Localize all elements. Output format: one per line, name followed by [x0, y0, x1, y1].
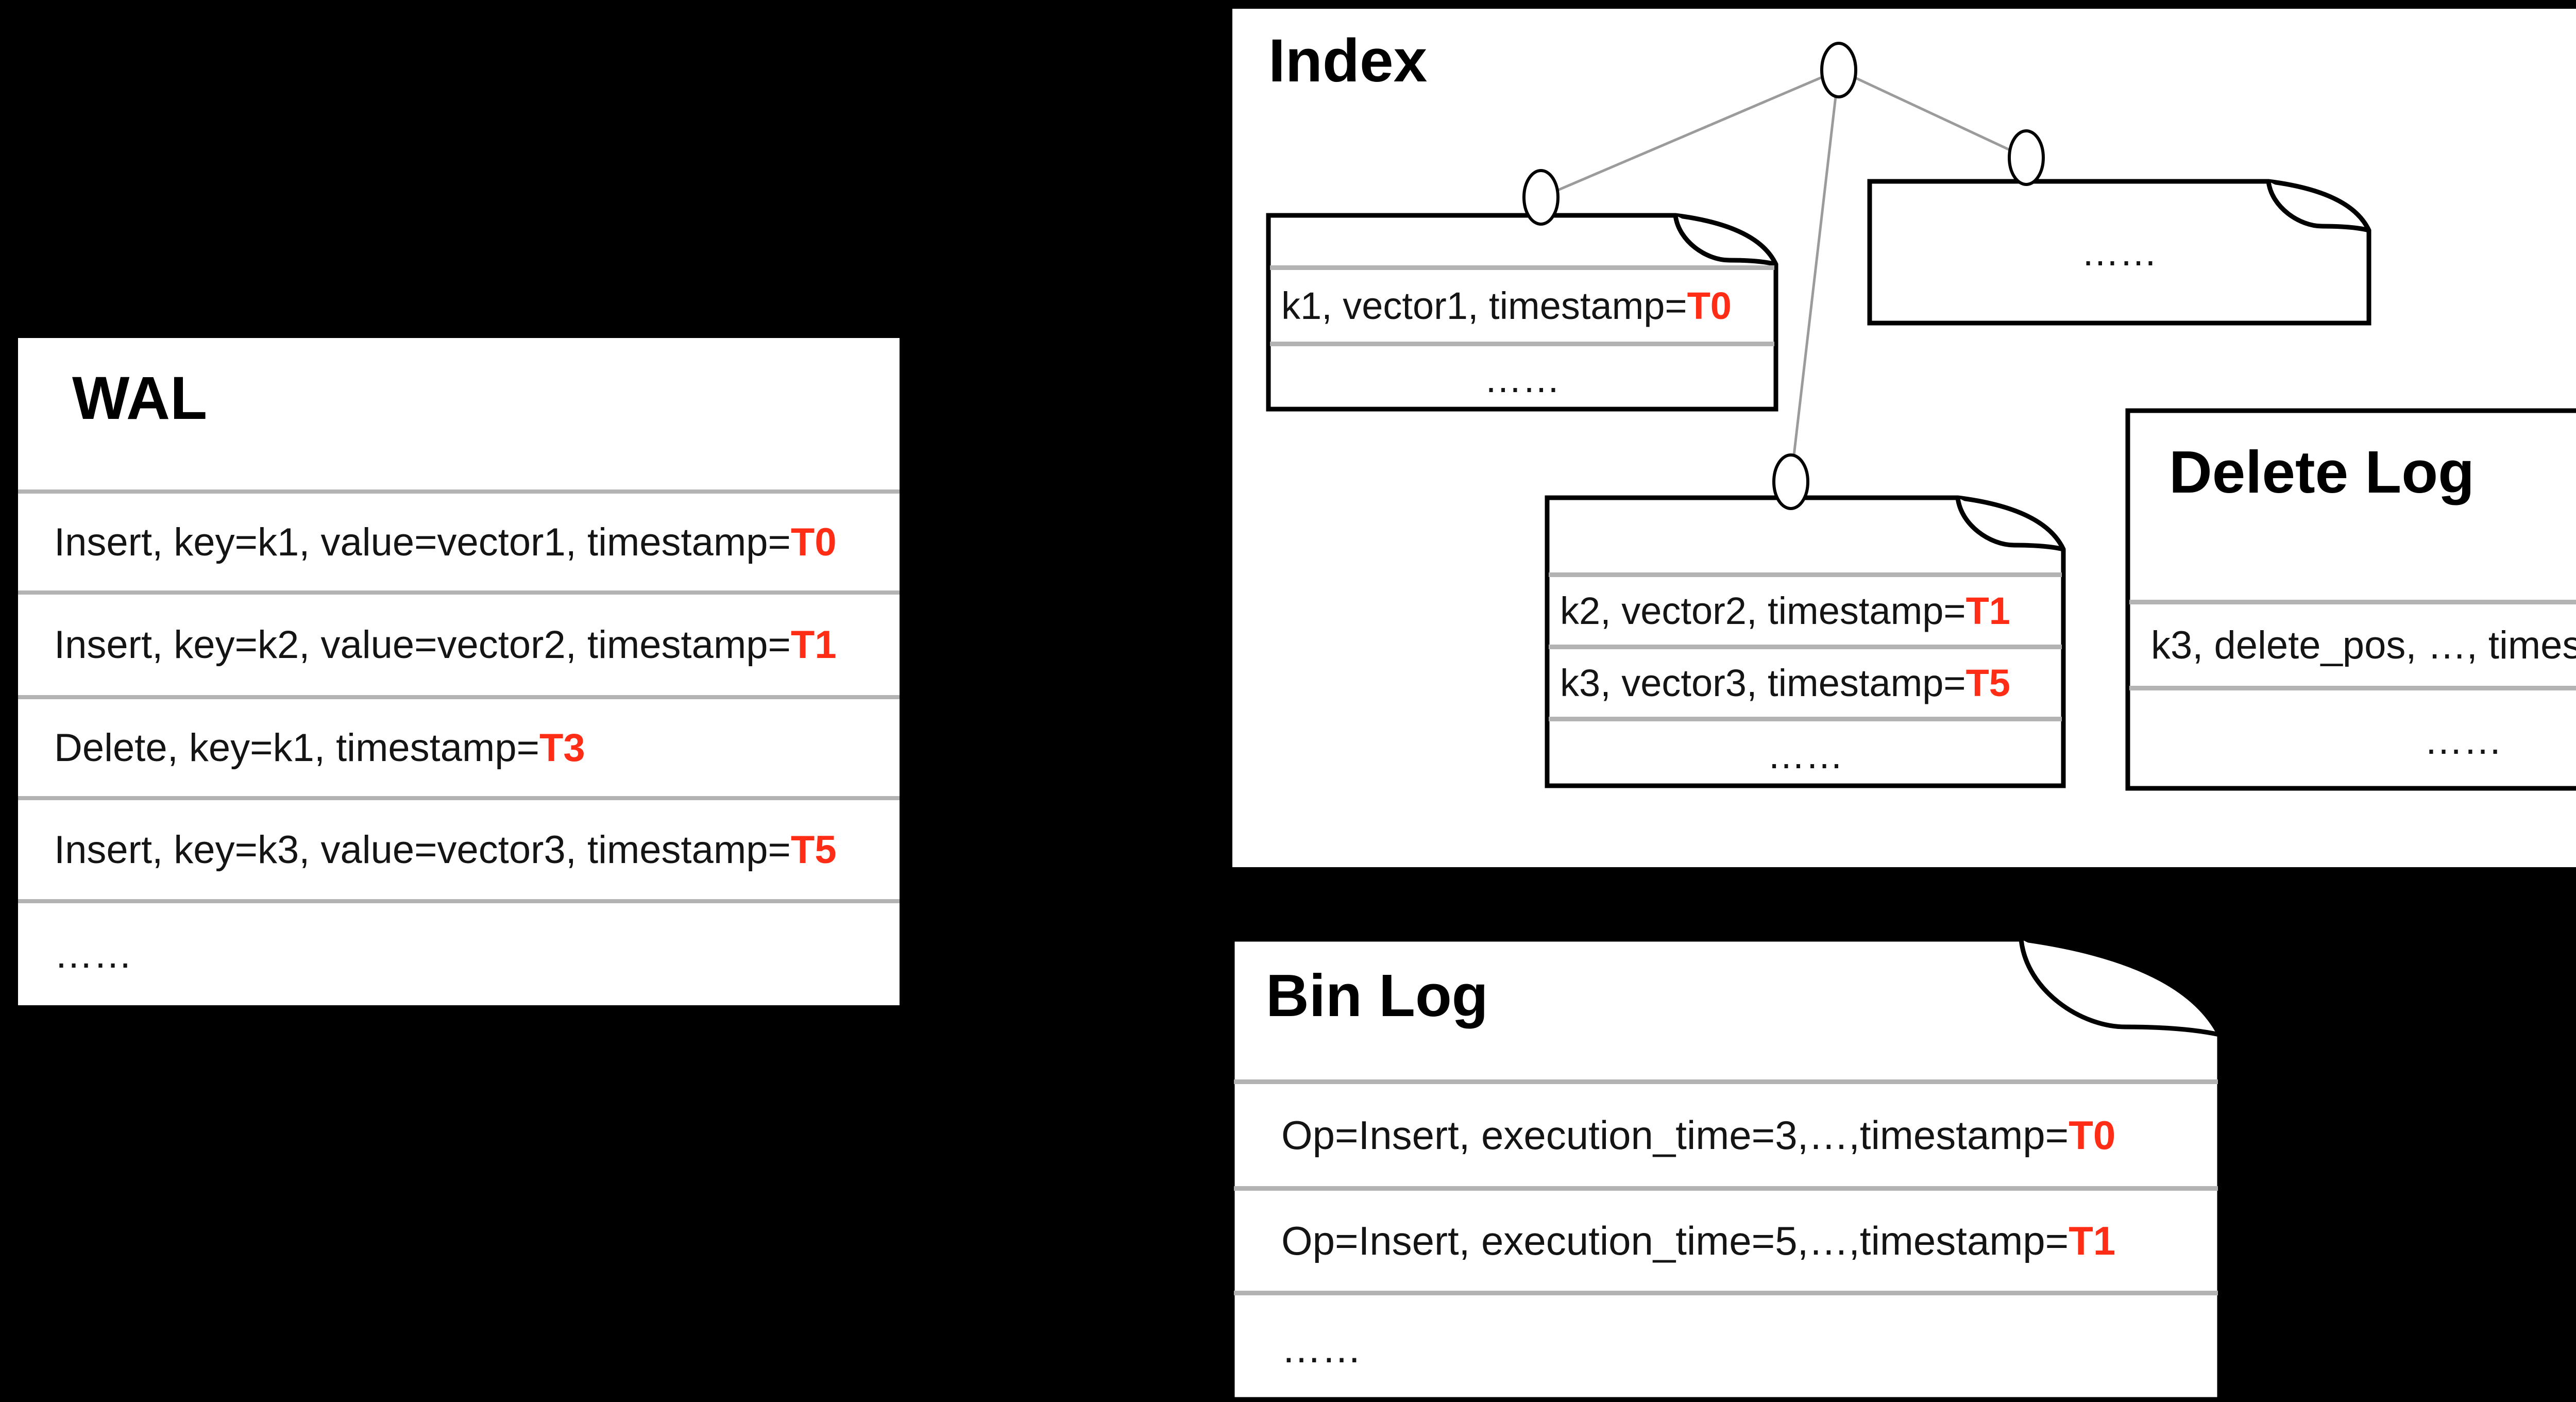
delete-log-title: Delete Log [2169, 438, 2475, 505]
entry-text: k1, vector1, timestamp= [1281, 284, 1687, 327]
index-title: Index [1268, 27, 1428, 95]
bin-log-title-section: Bin Log [1230, 937, 2222, 1079]
wal-log-entry: Insert, key=k3, value=vector3, timestamp… [18, 800, 900, 899]
doc-content: …… [1867, 179, 2371, 326]
doc-header [1545, 495, 2066, 572]
entry-text: k2, vector2, timestamp= [1560, 589, 1966, 632]
timestamp-value: T0 [790, 520, 837, 564]
bin-log-more: …… [1230, 1295, 2222, 1402]
doc-content: Bin Log Op=Insert, execution_time=3,…,ti… [1230, 937, 2222, 1402]
log-entry-text: Insert, key=k2, value=vector2, timestamp… [54, 623, 791, 667]
entry-text: k3, delete_pos, …, timestamp= [2151, 623, 2576, 667]
divider [1270, 342, 1774, 346]
timestamp-value: T0 [1687, 284, 1732, 327]
divider [1270, 265, 1774, 270]
doc-content: Delete Log k3, delete_pos, …, timestamp=… [2125, 408, 2576, 791]
divider [1234, 1079, 2218, 1084]
divider [18, 899, 900, 903]
timestamp-value: T1 [790, 623, 837, 667]
tree-edge [1540, 69, 1839, 199]
wal-more-entry: …… [18, 903, 900, 1005]
folded-page-icon [1266, 213, 1778, 412]
log-entry-text: Delete, key=k1, timestamp= [54, 725, 539, 770]
segment-more: …… [1545, 721, 2066, 788]
bin-log-entry: Op=Insert, execution_time=5,…,timestamp=… [1230, 1191, 2222, 1291]
divider [18, 796, 900, 800]
wal-title: WAL [72, 364, 208, 432]
folded-page-icon [2125, 408, 2576, 791]
index-segment-doc-k1: k1, vector1, timestamp=T0 …… [1266, 213, 1778, 412]
bin-log-panel: Bin Log Op=Insert, execution_time=3,…,ti… [1230, 937, 2222, 1402]
divider [1234, 1291, 2218, 1295]
tree-node-icon [1820, 42, 1857, 98]
log-entry-text: Insert, key=k1, value=vector1, timestamp… [54, 520, 791, 564]
divider [2129, 600, 2576, 604]
entry-text: Op=Insert, execution_time=5,…,timestamp= [1281, 1218, 2069, 1263]
delete-log-title-section: Delete Log [2125, 408, 2576, 600]
folded-page-icon [1867, 179, 2371, 326]
segment-entry: k3, vector3, timestamp=T5 [1545, 649, 2066, 717]
log-entry-text: Insert, key=k3, value=vector3, timestamp… [54, 827, 791, 872]
doc-content: k2, vector2, timestamp=T1 k3, vector3, t… [1545, 495, 2066, 788]
wal-panel: WAL Insert, key=k1, value=vector1, times… [18, 338, 900, 1005]
delete-log-more: …… [2125, 690, 2576, 791]
delete-log-panel: Delete Log k3, delete_pos, …, timestamp=… [2125, 408, 2576, 791]
folded-page-icon [1230, 937, 2222, 1402]
divider [1549, 717, 2062, 721]
delete-log-entry: k3, delete_pos, …, timestamp=T3 [2125, 604, 2576, 686]
ellipsis-text: …… [1767, 733, 1843, 776]
segment-entry: k1, vector1, timestamp=T0 [1266, 270, 1778, 342]
timestamp-value: T3 [539, 725, 585, 770]
ellipsis-text: …… [54, 932, 132, 976]
divider [18, 590, 900, 595]
divider [18, 695, 900, 699]
folded-page-icon [1545, 495, 2066, 788]
divider [1549, 572, 2062, 577]
entry-text: k3, vector3, timestamp= [1560, 662, 1966, 704]
tree-node-icon [2008, 129, 2045, 186]
wal-log-entry: Insert, key=k1, value=vector1, timestamp… [18, 494, 900, 590]
index-panel: Index k1, vector1, timestamp=T0 [1232, 9, 2576, 867]
tree-edge [1838, 69, 2027, 159]
ellipsis-text: …… [1484, 358, 1561, 400]
ellipsis-text: …… [1281, 1326, 1362, 1371]
bin-log-title: Bin Log [1266, 962, 1488, 1029]
index-segment-doc-more: …… [1867, 179, 2371, 326]
timestamp-value: T5 [790, 827, 837, 872]
wal-log-entry: Delete, key=k1, timestamp=T3 [18, 699, 900, 796]
bin-log-entry: Op=Insert, execution_time=3,…,timestamp=… [1230, 1084, 2222, 1186]
ellipsis-text: …… [2424, 719, 2502, 763]
index-segment-doc-k2k3: k2, vector2, timestamp=T1 k3, vector3, t… [1545, 495, 2066, 788]
doc-header [1266, 213, 1778, 265]
divider [18, 489, 900, 494]
segment-entry: k2, vector2, timestamp=T1 [1545, 577, 2066, 645]
entry-text: Op=Insert, execution_time=3,…,timestamp= [1281, 1112, 2069, 1158]
divider [2129, 686, 2576, 690]
divider [1234, 1186, 2218, 1191]
tree-edge [1789, 70, 1840, 482]
segment-more: …… [1867, 179, 2371, 326]
timestamp-value: T0 [2069, 1112, 2116, 1158]
timestamp-value: T1 [2069, 1218, 2116, 1263]
divider [1549, 645, 2062, 649]
timestamp-value: T5 [1965, 662, 2010, 704]
ellipsis-text: …… [2081, 231, 2158, 274]
wal-log-entry: Insert, key=k2, value=vector2, timestamp… [18, 595, 900, 695]
doc-content: k1, vector1, timestamp=T0 …… [1266, 213, 1778, 412]
timestamp-value: T1 [1965, 589, 2010, 632]
segment-more: …… [1266, 346, 1778, 412]
